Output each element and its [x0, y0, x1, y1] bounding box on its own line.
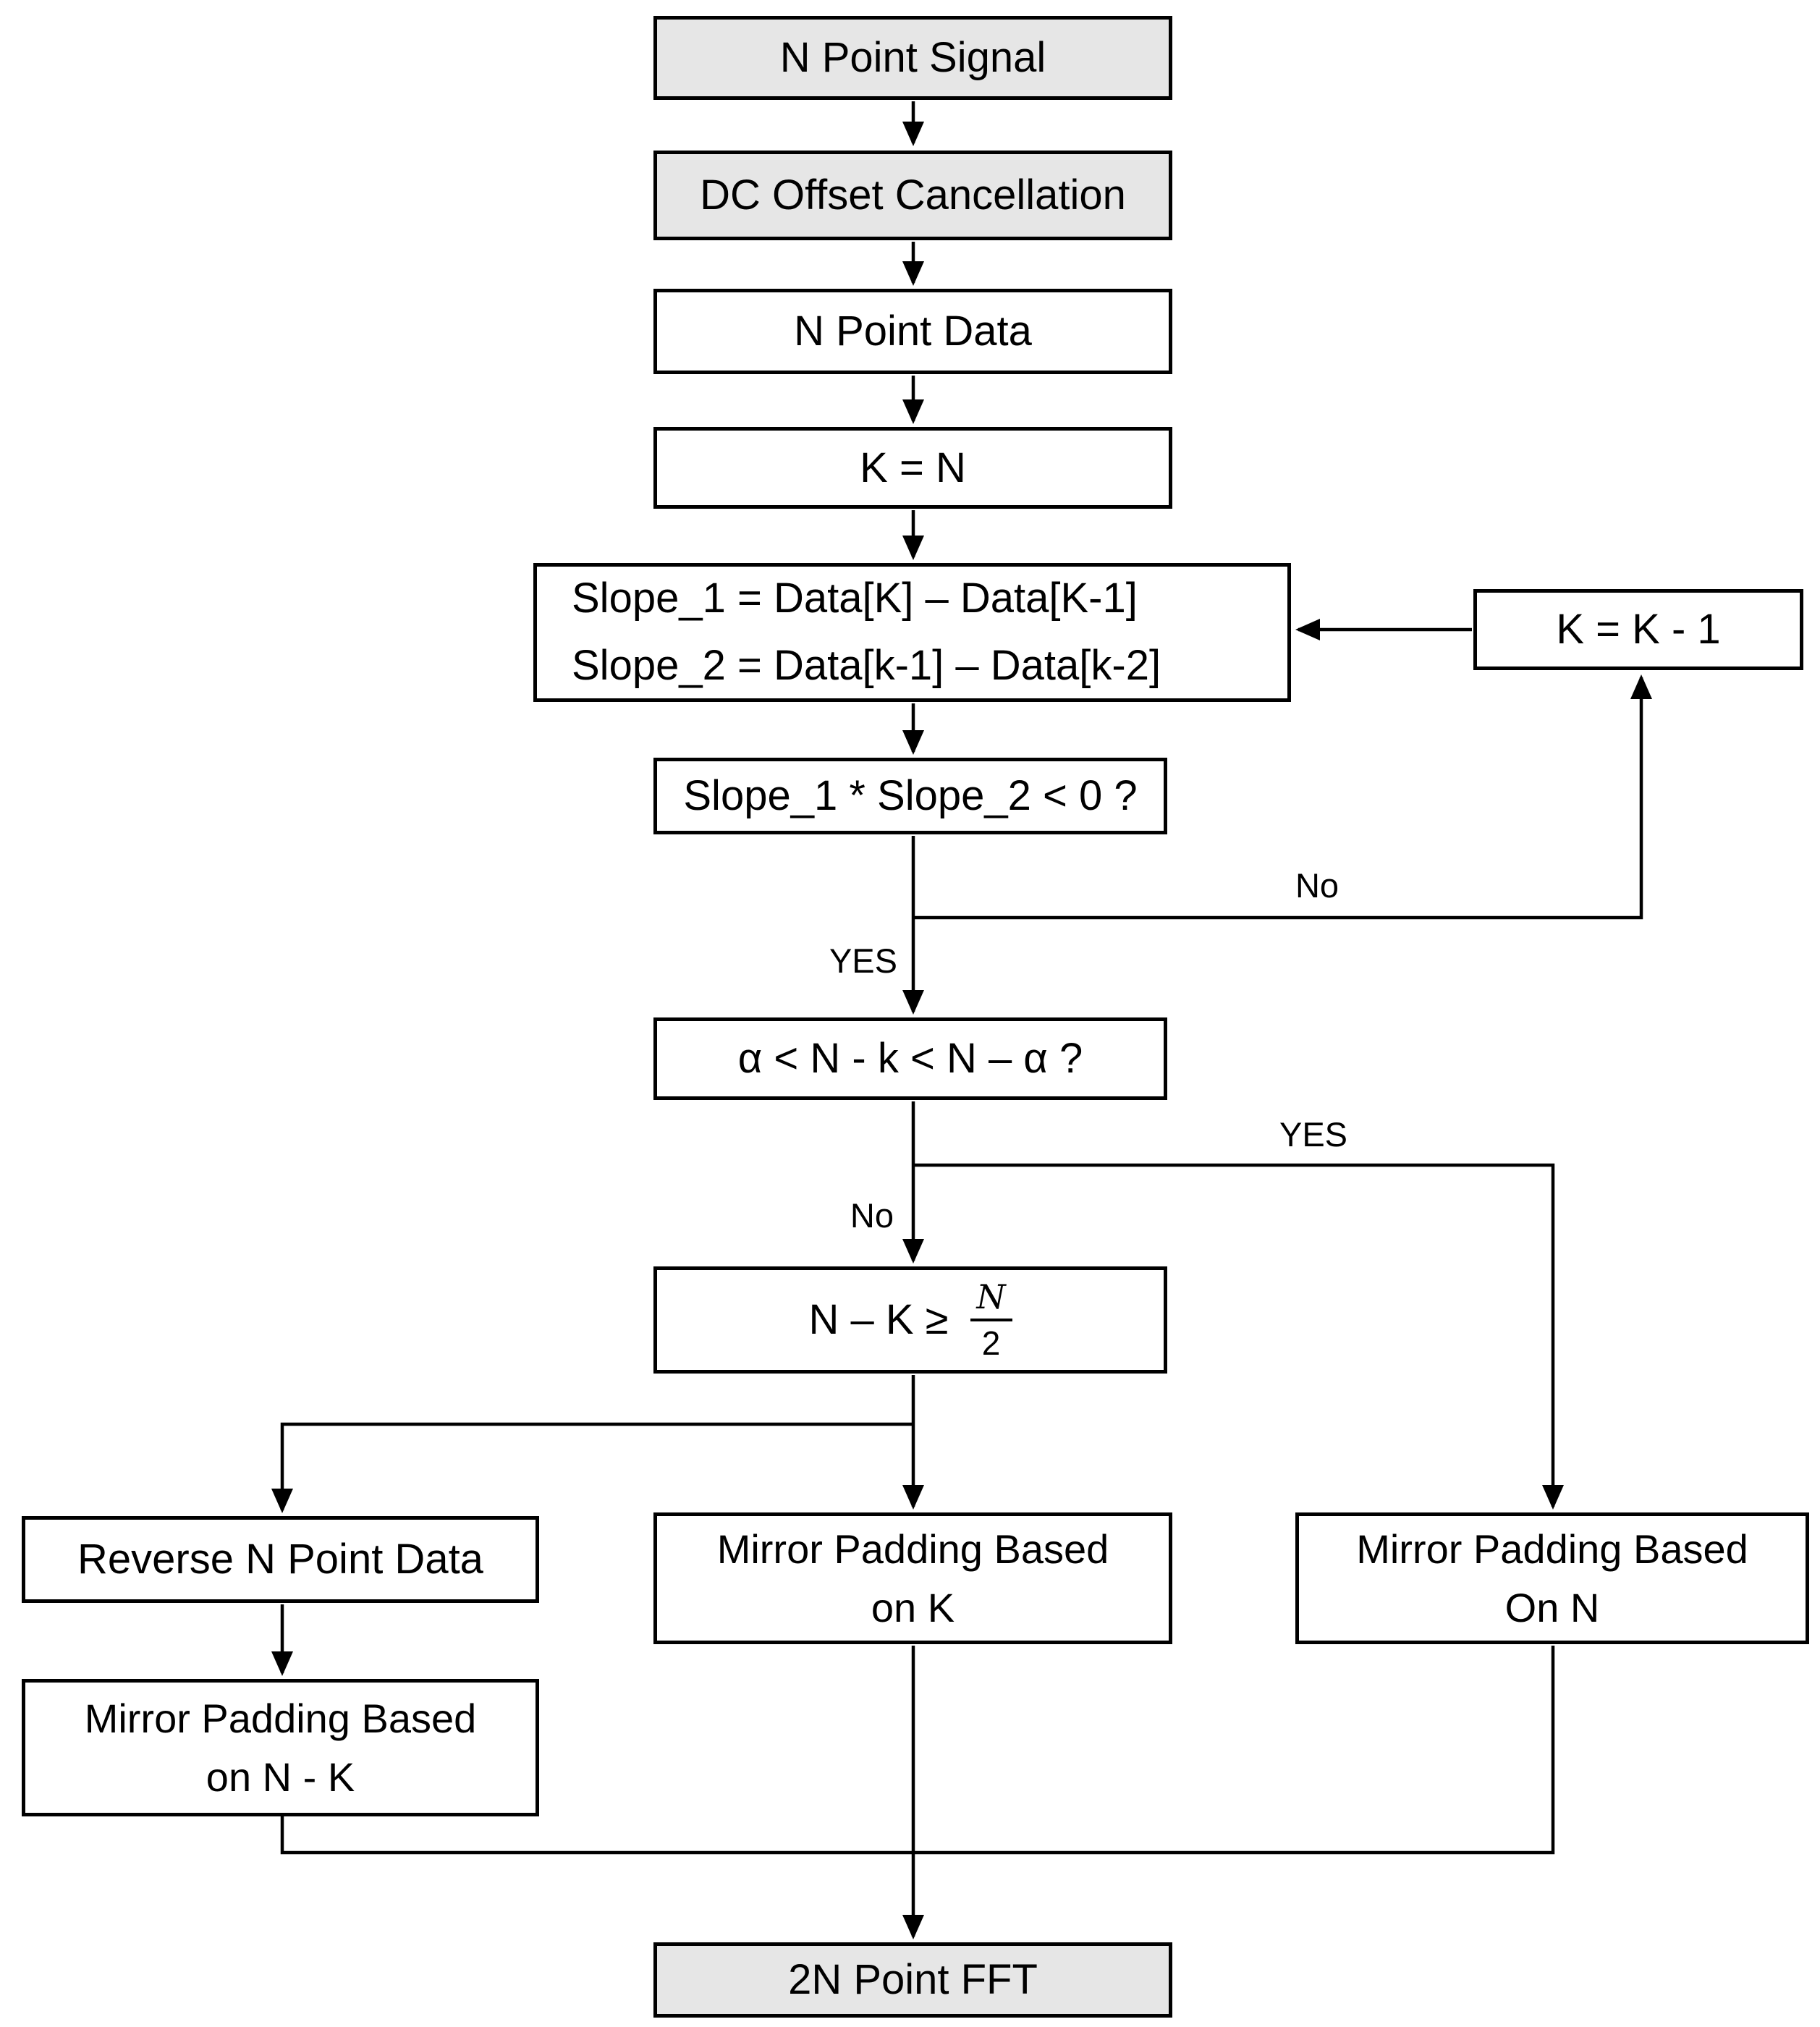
- fraction-bar: [970, 1319, 1012, 1321]
- node-k-decrement: K = K - 1: [1473, 589, 1803, 670]
- node-mirror-padding-n: Mirror Padding Based On N: [1295, 1512, 1809, 1644]
- node-2n-point-fft: 2N Point FFT: [653, 1942, 1172, 2018]
- arrow-branch-to-reverse: [271, 1422, 913, 1513]
- node-label: K = K - 1: [1556, 606, 1721, 653]
- fraction-denominator: 2: [981, 1324, 1001, 1362]
- node-nk-half-check: N – K ≥ N 2: [653, 1266, 1167, 1374]
- node-alpha-range-check: α < N - k < N – α ?: [653, 1017, 1167, 1100]
- node-label-line-2: on K: [871, 1585, 955, 1630]
- node-label: Reverse N Point Data: [77, 1536, 483, 1583]
- node-mirror-padding-k: Mirror Padding Based on K: [653, 1512, 1172, 1644]
- node-label: N Point Data: [794, 308, 1032, 355]
- arrow-no-loop: [913, 674, 1652, 920]
- node-label: α < N - k < N – α ?: [737, 1035, 1083, 1083]
- node-label-line-1: Mirror Padding Based: [84, 1695, 477, 1741]
- nk-half-prefix: N – K ≥: [808, 1296, 949, 1344]
- node-reverse-n-point-data: Reverse N Point Data: [22, 1516, 539, 1603]
- node-slope-product-check: Slope_1 * Slope_2 < 0 ?: [653, 758, 1167, 834]
- node-k-equals-n: K = N: [653, 427, 1172, 509]
- node-slope-calculation: Slope_1 = Data[K] – Data[K-1] Slope_2 = …: [533, 563, 1291, 702]
- node-label: Slope_1 * Slope_2 < 0 ?: [683, 772, 1138, 820]
- node-label-line-2: on N - K: [206, 1754, 355, 1800]
- node-dc-offset-cancellation: DC Offset Cancellation: [653, 151, 1172, 240]
- edge-label-yes-right: YES: [1279, 1115, 1348, 1154]
- arrow-yes-to-mirror-n: [913, 1163, 1564, 1510]
- edge-label-yes-down: YES: [829, 941, 897, 980]
- node-n-point-signal: N Point Signal: [653, 16, 1172, 100]
- nk-half-expression: N – K ≥ N 2: [808, 1277, 1012, 1362]
- edge-label-no-down: No: [850, 1196, 894, 1235]
- slope-line-1: Slope_1 = Data[K] – Data[K-1]: [572, 575, 1138, 622]
- node-label: N Point Signal: [779, 34, 1046, 82]
- node-label: K = N: [860, 444, 966, 491]
- node-label: DC Offset Cancellation: [700, 172, 1126, 219]
- node-mirror-padding-n-minus-k: Mirror Padding Based on N - K: [22, 1679, 539, 1816]
- node-n-point-data: N Point Data: [653, 289, 1172, 374]
- fraction-numerator: N: [976, 1277, 1006, 1316]
- node-label: 2N Point FFT: [788, 1956, 1038, 2004]
- node-label-line-1: Mirror Padding Based: [1356, 1525, 1748, 1572]
- node-label-line-1: Mirror Padding Based: [716, 1525, 1109, 1572]
- edge-label-no-loop: No: [1295, 866, 1339, 905]
- fraction-n-over-2: N 2: [970, 1277, 1012, 1362]
- node-label-line-2: On N: [1504, 1585, 1600, 1630]
- slope-line-2: Slope_2 = Data[k-1] – Data[k-2]: [572, 642, 1161, 689]
- collector-line: [280, 1646, 1555, 1855]
